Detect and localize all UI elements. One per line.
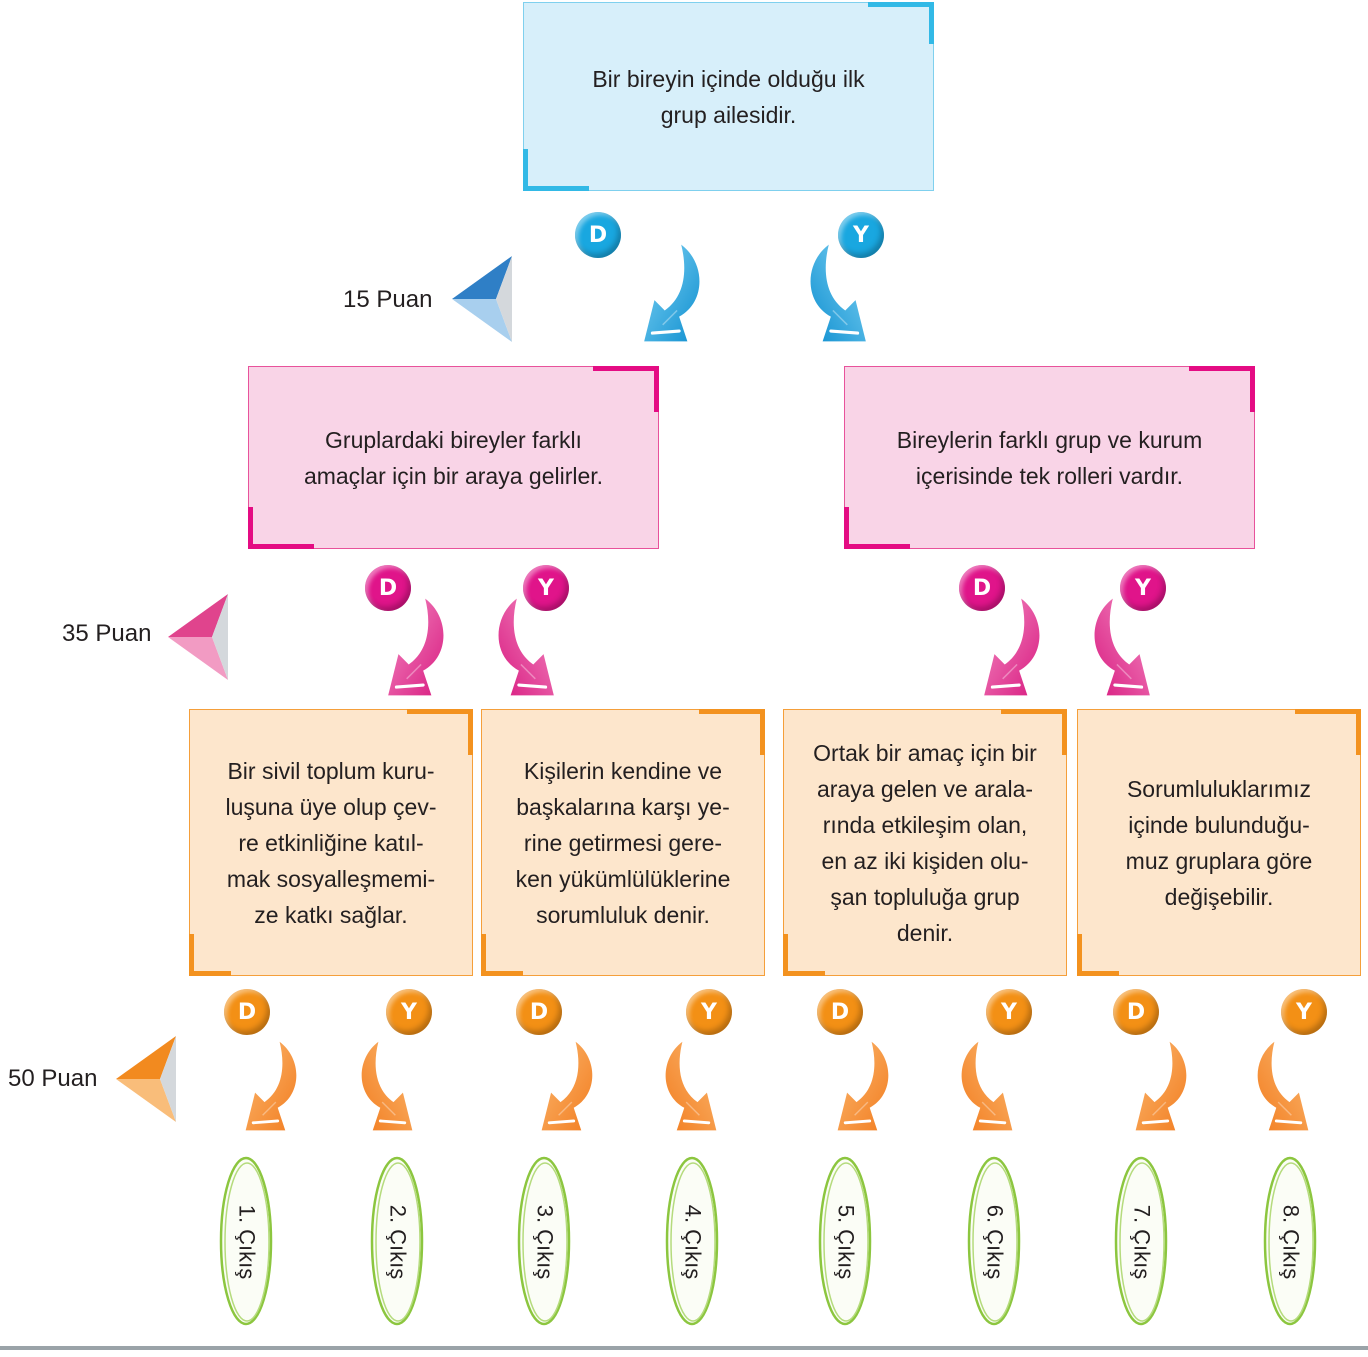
points-level-2: 35 Puan: [62, 620, 152, 647]
true-badge: D: [959, 565, 1005, 611]
exit-label-5: 5. Çıkış: [816, 1172, 874, 1312]
question-text: Gruplardaki bireyler farklı amaçlar için…: [303, 426, 604, 489]
true-badge: D: [516, 989, 562, 1035]
question-text: Kişilerin kendine ve başkalarına karşı y…: [515, 757, 731, 928]
arrow-down-left-icon: [240, 1036, 306, 1138]
exit-oval-icon: [219, 1156, 273, 1326]
false-badge: Y: [523, 565, 569, 611]
arrow-down-right-icon: [1084, 596, 1156, 700]
question-box-4: Sorumluluklarımız içinde bulunduğu- muz …: [1077, 709, 1361, 976]
arrow-down-right-icon: [488, 596, 560, 700]
false-badge: Y: [1281, 989, 1327, 1035]
arrow-down-left-icon: [1130, 1036, 1196, 1138]
pointer-icon: [168, 594, 228, 680]
exit-text: 7. Çıkış: [1129, 1204, 1155, 1280]
arrow-down-left-icon: [638, 240, 710, 348]
question-text: Bir sivil toplum kuru- luşuna üye olup ç…: [225, 757, 437, 928]
question-box-right: Bireylerin farklı grup ve kurum içerisin…: [844, 366, 1255, 549]
arrow-down-right-icon: [800, 240, 872, 348]
exit-text: 4. Çıkış: [680, 1204, 706, 1280]
exit-oval-icon: [1263, 1156, 1317, 1326]
question-text: Sorumluluklarımız içinde bulunduğu- muz …: [1125, 775, 1313, 910]
exit-label-2: 2. Çıkış: [368, 1172, 426, 1312]
exit-text: 8. Çıkış: [1278, 1204, 1304, 1280]
exit-label-4: 4. Çıkış: [663, 1172, 721, 1312]
arrow-down-right-icon: [1248, 1036, 1314, 1138]
exit-oval-icon: [1114, 1156, 1168, 1326]
bottom-divider: [0, 1346, 1368, 1350]
question-text: Bir bireyin içinde olduğu ilk grup ailes…: [592, 65, 865, 128]
exit-label-3: 3. Çıkış: [515, 1172, 573, 1312]
exit-label-6: 6. Çıkış: [965, 1172, 1023, 1312]
exit-oval-icon: [818, 1156, 872, 1326]
exit-text: 6. Çıkış: [982, 1204, 1008, 1280]
pointer-icon: [452, 256, 512, 342]
exit-oval-icon: [517, 1156, 571, 1326]
question-box-3: Ortak bir amaç için bir araya gelen ve a…: [783, 709, 1067, 976]
exit-text: 5. Çıkış: [833, 1204, 859, 1280]
exit-label-1: 1. Çıkış: [217, 1172, 275, 1312]
arrow-down-left-icon: [536, 1036, 602, 1138]
exit-label-8: 8. Çıkış: [1261, 1172, 1319, 1312]
exit-text: 1. Çıkış: [234, 1204, 260, 1280]
exit-oval-icon: [665, 1156, 719, 1326]
exit-oval-icon: [370, 1156, 424, 1326]
exit-label-7: 7. Çıkış: [1112, 1172, 1170, 1312]
exit-text: 3. Çıkış: [532, 1204, 558, 1280]
points-level-3: 50 Puan: [8, 1065, 98, 1092]
arrow-down-left-icon: [382, 596, 454, 700]
false-badge: Y: [986, 989, 1032, 1035]
question-text: Bireylerin farklı grup ve kurum içerisin…: [896, 426, 1203, 489]
false-badge: Y: [686, 989, 732, 1035]
true-badge: D: [817, 989, 863, 1035]
exit-oval-icon: [967, 1156, 1021, 1326]
question-box-top: Bir bireyin içinde olduğu ilk grup ailes…: [523, 2, 934, 191]
arrow-down-right-icon: [952, 1036, 1018, 1138]
arrow-down-left-icon: [832, 1036, 898, 1138]
question-text: Ortak bir amaç için bir araya gelen ve a…: [813, 739, 1037, 946]
true-badge: D: [575, 212, 621, 258]
question-box-1: Bir sivil toplum kuru- luşuna üye olup ç…: [189, 709, 473, 976]
false-badge: Y: [1120, 565, 1166, 611]
arrow-down-right-icon: [656, 1036, 722, 1138]
points-level-1: 15 Puan: [343, 286, 433, 313]
false-badge: Y: [386, 989, 432, 1035]
true-badge: D: [1113, 989, 1159, 1035]
false-badge: Y: [838, 212, 884, 258]
arrow-down-right-icon: [352, 1036, 418, 1138]
true-badge: D: [365, 565, 411, 611]
arrow-down-left-icon: [978, 596, 1050, 700]
pointer-icon: [116, 1036, 176, 1122]
question-box-left: Gruplardaki bireyler farklı amaçlar için…: [248, 366, 659, 549]
true-badge: D: [224, 989, 270, 1035]
exit-text: 2. Çıkış: [385, 1204, 411, 1280]
question-box-2: Kişilerin kendine ve başkalarına karşı y…: [481, 709, 765, 976]
